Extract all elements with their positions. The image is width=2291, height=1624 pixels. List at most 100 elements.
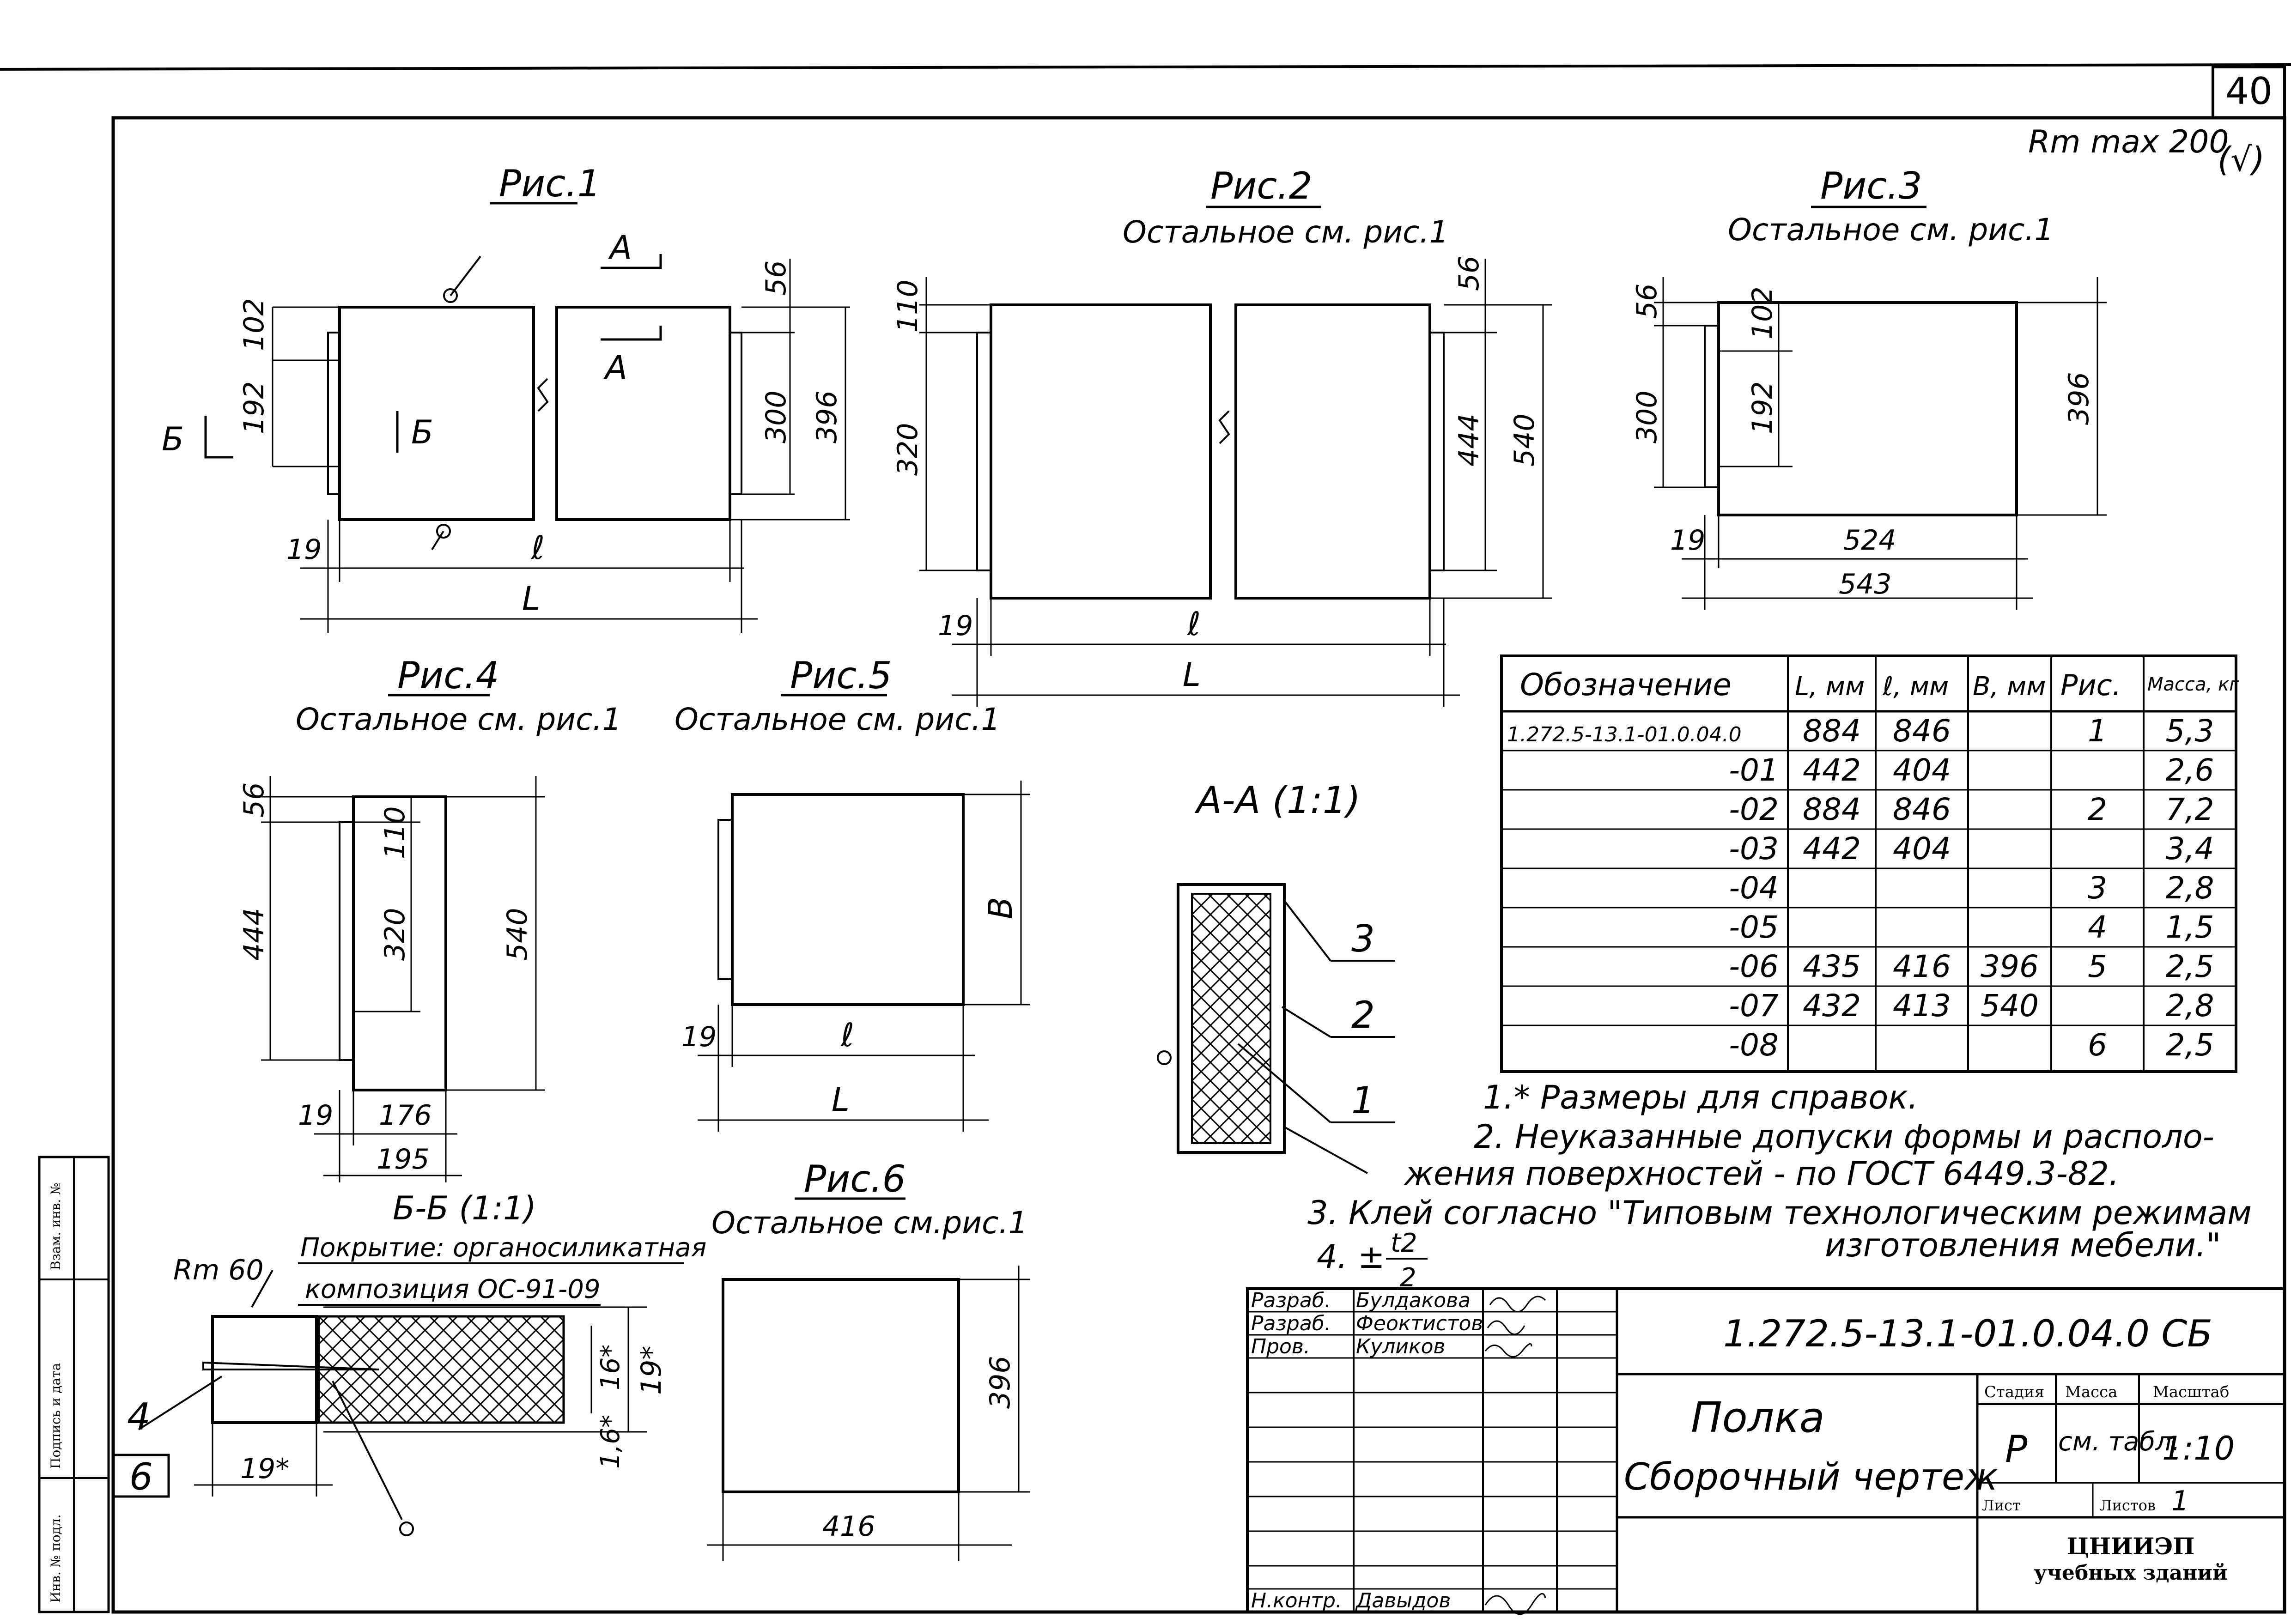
figure-2: Рис.2 Остальное см. рис.1 110 320 56 444… [892,164,1552,707]
fig2-dim-19: 19 [938,610,973,642]
table-cell-fig: 2 [2088,792,2107,827]
note-3a: 3. Клей согласно "Типовым технологически… [1307,1194,2252,1232]
fig3-dim-524: 524 [1843,524,1896,557]
fig1-section-a-top: А [608,229,632,267]
fig4-dim-320: 320 [379,908,411,961]
fig5-dim-19: 19 [681,1021,717,1053]
section-aa-callout-3: 3 [1351,917,1375,960]
table-cell-L: 884 [1803,713,1861,749]
table-header-code: Обозначение [1520,667,1732,703]
table-cell-code: 1.272.5-13.1-01.0.04.0 [1507,723,1742,746]
table-cell-l: 404 [1893,831,1951,867]
table-cell-B: 396 [1981,949,2039,984]
table-cell-fig: 3 [2088,870,2107,906]
section-aa-callout-2: 2 [1351,994,1375,1036]
tb-name-line-1: Полка [1691,1394,1825,1442]
table-cell-code: -04 [1729,870,1779,906]
signature-1 [1489,1296,1546,1313]
table-cell-l: 416 [1893,949,1951,984]
table-cell-B: 540 [1981,988,2039,1024]
fig1-dim-192: 192 [238,381,270,434]
fig3-dim-543: 543 [1839,568,1892,600]
roughness-note: (√) [2218,140,2265,179]
table-cell-code: -06 [1729,949,1779,984]
fig3-dim-56: 56 [1631,284,1663,319]
table-row-lines [1501,750,2236,1026]
table-cell-code: -02 [1729,792,1779,827]
table-cell-mass: 2,8 [2166,988,2214,1024]
fig1-dim-L: L [522,580,540,618]
fig3-title: Рис.3 [1820,164,1922,207]
roughness-mark: Rm max 200 [2028,124,2229,160]
fig2-dim-444: 444 [1453,413,1485,467]
fig4-dim-444: 444 [238,908,270,961]
fig3-dim-19: 19 [1670,524,1705,557]
fig4-dim-540: 540 [501,908,534,961]
fig2-dim-l: ℓ [1187,605,1201,643]
section-bb-callout-6: 6 [129,1455,153,1498]
note-3b: изготовления мебели." [1825,1226,2221,1264]
table-cell-L: 435 [1803,949,1861,984]
spec-table: Обозначение L, мм ℓ, мм B, мм Рис. Масса… [1500,654,2239,1073]
tb-scale-label: Масштаб [2153,1383,2229,1401]
fig3-dim-192: 192 [1746,381,1779,434]
figure-4: Рис.4 Остальное см. рис.1 56 444 110 320… [238,654,621,1182]
fig5-dim-L: L [832,1081,850,1119]
signature-4 [1484,1593,1546,1615]
tb-mass: см. табл. [2058,1427,2180,1457]
tb-stage-label: Стадия [1984,1383,2044,1401]
table-cell-L: 884 [1803,792,1861,827]
fig2-dim-56: 56 [1453,256,1485,291]
table-cell-mass: 2,5 [2166,1027,2214,1063]
figure-1: Рис.1 102 192 56 300 396 19 ℓ L А [162,162,850,633]
tb-role-3: Пров. [1251,1335,1310,1358]
note-2b: жения поверхностей - по ГОСТ 6449.3-82. [1404,1155,2119,1193]
tb-org-1: ЦНИИЭП [2066,1533,2194,1560]
fig3-dim-102: 102 [1746,286,1779,339]
note-4: 4. ± [1317,1238,1385,1276]
fig2-title: Рис.2 [1210,164,1313,207]
tb-sheets: 1 [2171,1485,2189,1517]
fig4-title: Рис.4 [397,654,499,697]
table-cell-L: 442 [1803,831,1861,867]
table-cell-code: -05 [1729,909,1779,945]
tb-name-3: Куликов [1356,1335,1445,1358]
fig2-dim-320: 320 [892,423,924,476]
fig5-subtitle: Остальное см. рис.1 [675,702,1000,737]
signature-3 [1484,1343,1532,1357]
stamp-signature: Подпись и дата [48,1363,63,1469]
tb-sheet-label: Лист [1982,1497,2021,1514]
fig5-dim-B: В [982,897,1020,919]
tb-name-1: Булдакова [1356,1289,1471,1312]
table-cell-mass: 5,3 [2166,713,2214,749]
fig1-dim-19: 19 [286,533,322,566]
note-2a: 2. Неуказанные допуски формы и располо- [1474,1118,2214,1156]
stamp-vzam: Взам. инв. № [48,1182,63,1270]
table-cell-l: 846 [1893,713,1951,749]
fig6-dim-396: 396 [984,1356,1016,1409]
section-bb-coating-2: композиция ОС-91-09 [305,1274,601,1304]
section-bb-callout-4: 4 [127,1395,151,1438]
fig6-title: Рис.6 [804,1157,906,1200]
fig2-subtitle: Остальное см. рис.1 [1123,214,1448,250]
section-bb-dim-16: 16* [596,1345,626,1390]
table-cell-l: 846 [1893,792,1951,827]
fig1-section-b-right: Б [411,413,433,451]
section-aa-title: А-А (1:1) [1194,779,1361,822]
fig2-dim-110: 110 [892,279,924,333]
table-header-l: ℓ, мм [1882,672,1949,702]
section-bb-radius: Rm 60 [173,1254,264,1286]
fig1-title: Рис.1 [499,162,601,205]
fig1-dim-396: 396 [811,390,843,443]
fig2-dim-L: L [1183,656,1201,694]
section-bb-dim-16b: 1,6* [596,1415,626,1469]
tb-name-4: Давыдов [1355,1589,1451,1612]
notes: 1.* Размеры для справок. 2. Неуказанные … [1307,1079,2252,1293]
table-header-fig: Рис. [2060,668,2121,702]
fig4-dim-195: 195 [377,1143,430,1176]
table-cell-fig: 4 [2088,909,2107,945]
section-bb-title: Б-Б (1:1) [393,1189,536,1227]
fig3-dim-300: 300 [1631,390,1663,443]
tb-name-line-2: Сборочный чертеж [1624,1455,1998,1498]
